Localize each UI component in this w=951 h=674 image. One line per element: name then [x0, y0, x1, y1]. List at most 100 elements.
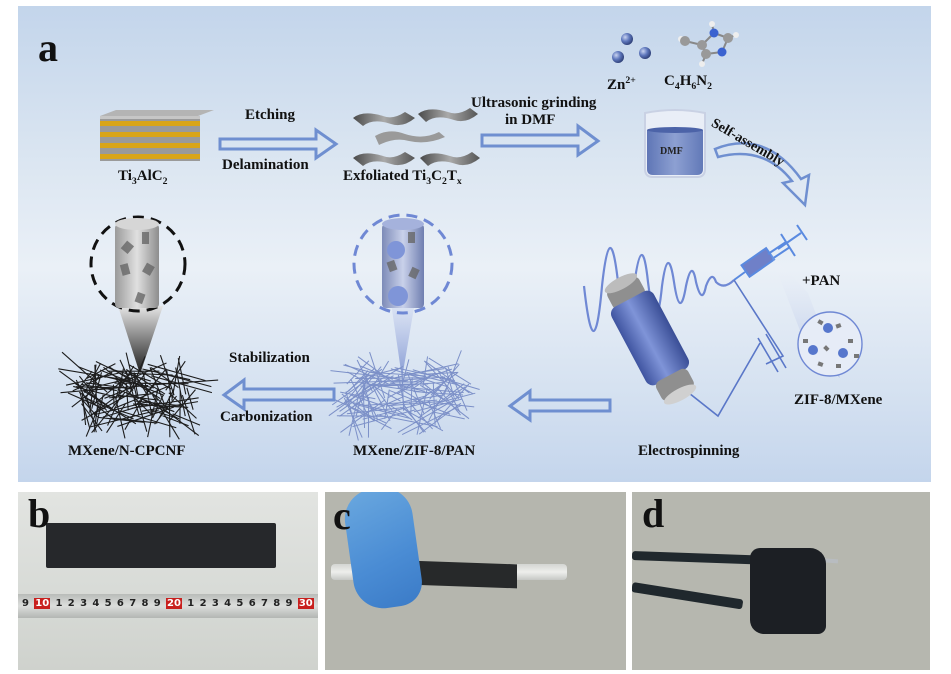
ruler-tick-label: 10 — [34, 598, 51, 609]
ruler-tick-label: 3 — [80, 598, 88, 609]
fiber-strand — [81, 403, 103, 432]
exfoliated-sheets-icon — [353, 108, 480, 166]
fiber-strand — [418, 402, 462, 435]
ruler-tick-label: 7 — [129, 598, 137, 609]
fiber-strand — [165, 360, 186, 391]
fiber-strand — [61, 351, 108, 393]
panel-d-photo: d — [632, 492, 930, 670]
fiber-strand — [357, 367, 402, 380]
panel-letter-d: d — [642, 492, 665, 536]
fiber-strand — [168, 392, 197, 419]
fiber-strand — [400, 359, 410, 390]
syringe-icon — [733, 224, 808, 281]
mxene-zif-pan-label: MXene/ZIF-8/PAN — [353, 443, 476, 459]
ruler-tick-label: 6 — [248, 598, 256, 609]
ruler-tick-label: 9 — [22, 598, 29, 609]
fiber-strand — [125, 352, 138, 399]
delamination-label: Delamination — [222, 157, 309, 173]
panel-c-photo: c — [325, 492, 626, 670]
fiber-strand — [155, 402, 200, 436]
fiber-strand — [413, 391, 464, 396]
fiber-strand — [104, 375, 154, 389]
fiber-strand — [389, 390, 451, 415]
methylimidazole-molecule-icon — [678, 21, 739, 67]
tweezers-lower — [632, 582, 744, 610]
fiber-strand — [387, 395, 427, 407]
fiber-strand — [114, 382, 189, 385]
fiber-strand — [90, 389, 127, 416]
fiber-strand — [364, 399, 438, 406]
ruler-tick-label: 20 — [166, 598, 182, 609]
fiber-strand — [128, 364, 172, 390]
fiber-strand — [79, 392, 91, 429]
mxene-zif-pan-mat-icon — [328, 213, 480, 441]
ruler-tick-label: 3 — [211, 598, 219, 609]
fiber-strand — [348, 370, 369, 392]
fiber-strand — [346, 407, 404, 415]
ruler-tick-label: 4 — [224, 598, 232, 609]
fiber-strand — [437, 402, 475, 408]
fiber-strand — [406, 371, 457, 385]
etching-arrow-icon — [218, 127, 339, 161]
ultrasonic-label-line1: Ultrasonic grinding — [471, 95, 597, 111]
fiber-strand — [343, 397, 363, 438]
fiber-strand — [186, 387, 194, 410]
fiber-strand — [148, 368, 167, 391]
fiber-strand — [401, 404, 462, 436]
zinc-ions-icon — [612, 33, 651, 63]
fiber-strand — [369, 371, 427, 377]
ruler-tick-label: 2 — [67, 598, 75, 609]
pan-label: +PAN — [802, 273, 841, 289]
fiber-strand — [376, 414, 438, 428]
fiber-strand — [96, 394, 104, 425]
electrospinning-label: Electrospinning — [638, 443, 740, 459]
fiber-strand — [336, 375, 394, 408]
fiber-strand — [58, 368, 127, 381]
etching-label: Etching — [245, 107, 296, 123]
fiber-strand — [93, 400, 151, 416]
fiber-strand — [75, 379, 91, 408]
fiber-strand — [98, 416, 144, 423]
ruler-tick-label: 8 — [273, 598, 281, 609]
ligand-formula-label: C4H6N2 — [664, 73, 712, 92]
fiber-strand — [403, 404, 425, 433]
ruler-tick-label: 1 — [55, 598, 63, 609]
fiber-strand — [128, 356, 146, 396]
zif-mxene-circle-icon — [797, 311, 863, 377]
ruler-tick-label: 1 — [187, 598, 195, 609]
fiber-strand — [117, 406, 175, 427]
fiber-strand — [389, 404, 413, 421]
fiber-strand — [81, 393, 130, 421]
fiber-strand — [397, 374, 405, 407]
fiber-strand — [118, 410, 177, 429]
ruler-tick-label: 5 — [236, 598, 244, 609]
fiber-strand — [119, 359, 133, 386]
fiber-strand — [83, 396, 134, 420]
ti3alc2-label: Ti3AlC2 — [118, 168, 168, 187]
fiber-strand — [91, 384, 149, 391]
fiber-strand — [142, 368, 191, 381]
exfoliated-label: Exfoliated Ti3C2Tx — [343, 168, 462, 187]
fiber-strand — [84, 362, 102, 394]
stabilization-arrow-icon — [221, 377, 336, 412]
fiber-strand — [422, 382, 470, 420]
fiber-strand — [432, 382, 436, 426]
fiber-strand — [71, 384, 101, 408]
fiber-strand — [429, 363, 460, 400]
carbon-film-strip — [46, 523, 276, 568]
fiber-strand — [164, 373, 212, 388]
ruler-tick-label: 2 — [199, 598, 207, 609]
fiber-strand — [391, 363, 459, 379]
electrospinning-jet-icon — [582, 247, 735, 333]
ruler-tick-label: 8 — [141, 598, 149, 609]
fiber-strand — [390, 368, 449, 388]
ruler-tick-label: 9 — [285, 598, 293, 609]
fiber-strand — [333, 380, 408, 384]
fiber-strand — [389, 382, 426, 392]
panel-letter-a: a — [38, 25, 58, 70]
ruler-tick-label: 30 — [297, 598, 314, 609]
fiber-strand — [397, 399, 454, 433]
fiber-strand — [152, 394, 164, 419]
folded-carbon-film — [750, 548, 826, 634]
